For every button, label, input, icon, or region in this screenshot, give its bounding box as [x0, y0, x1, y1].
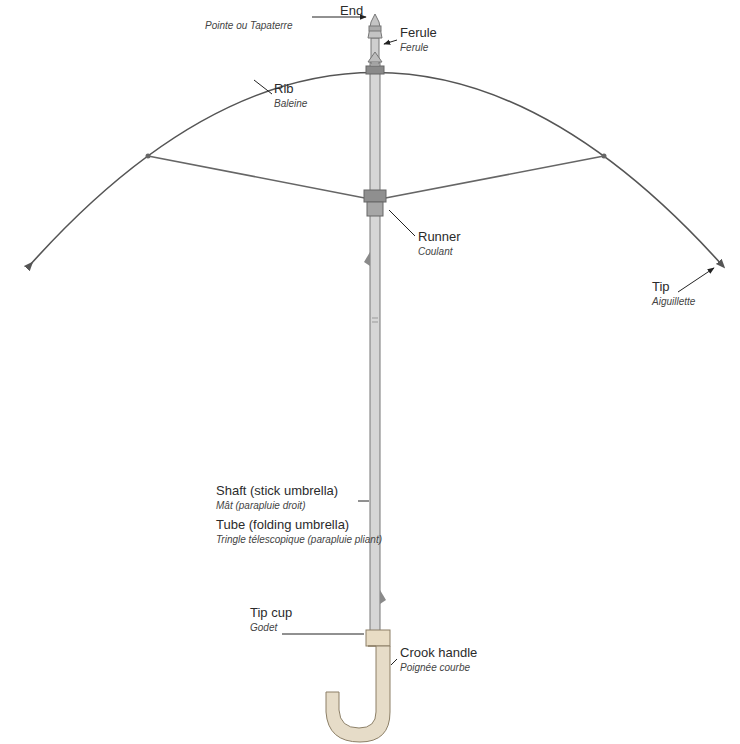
stretcher — [148, 156, 375, 200]
part-name: End — [340, 4, 363, 19]
leader-line — [391, 659, 397, 665]
end-cap — [368, 14, 382, 38]
part-name: Shaft (stick umbrella) — [216, 484, 338, 499]
top-notch — [366, 66, 384, 74]
part-name: Crook handle — [400, 646, 477, 661]
runner-body — [367, 202, 383, 216]
part-name-fr: Pointe ou Tapaterre — [205, 20, 292, 32]
rib-joint — [602, 154, 607, 159]
part-name-fr: Aiguillette — [652, 296, 695, 308]
leader-line — [282, 634, 364, 635]
part-name: Ferule — [400, 26, 437, 41]
part-name: Tip cup — [250, 606, 292, 621]
part-name: Tip — [652, 280, 670, 295]
leader-line — [254, 80, 272, 94]
leader-line — [678, 268, 714, 292]
tip-cup — [366, 630, 390, 646]
leader-line — [389, 210, 415, 236]
part-name-fr: Poignée courbe — [400, 662, 470, 674]
part-name-fr: Coulant — [418, 246, 452, 258]
part-name-fr: Ferule — [400, 42, 428, 54]
stretcher — [375, 156, 604, 200]
shaft-mark — [372, 318, 378, 319]
part-name-fr: Godet — [250, 622, 277, 634]
crook-handle — [326, 646, 390, 742]
ferule-collar — [368, 52, 382, 62]
part-name: Rib — [274, 82, 294, 97]
part-name: Tube (folding umbrella) — [216, 518, 349, 533]
part-name-fr: Baleine — [274, 98, 307, 110]
leader-line — [358, 501, 369, 502]
spring-catch — [380, 590, 386, 604]
part-name: Runner — [418, 230, 461, 245]
leader-line — [384, 40, 397, 44]
part-name-fr: Tringle télescopique (parapluie pliant) — [216, 534, 382, 546]
shaft — [370, 62, 380, 632]
rib-joint — [146, 154, 151, 159]
runner — [364, 190, 386, 202]
part-name-fr: Mât (parapluie droit) — [216, 500, 305, 512]
spring-catch — [364, 252, 370, 266]
end-cap-band — [369, 26, 381, 31]
shaft-mark — [372, 322, 378, 323]
